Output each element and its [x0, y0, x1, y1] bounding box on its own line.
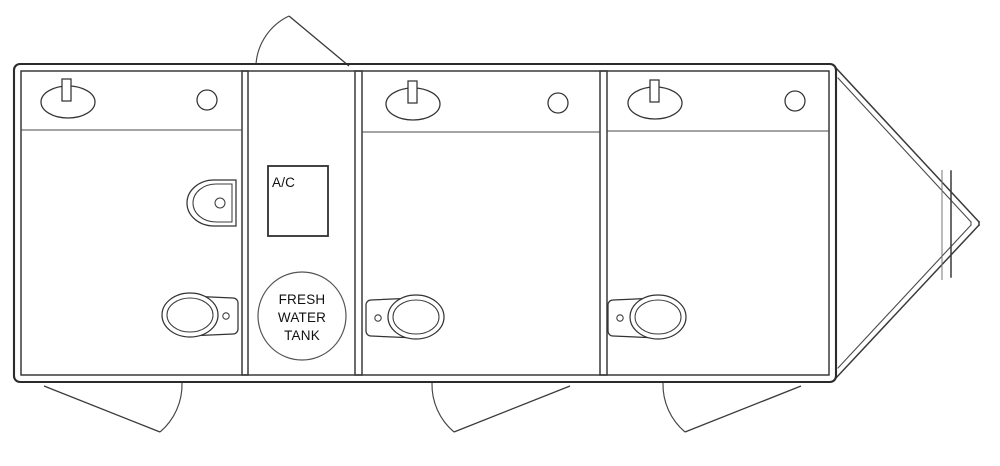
door-group: [43, 15, 802, 433]
a-frame-tongue: [834, 66, 981, 380]
door-right-bottom-arc: [662, 382, 686, 433]
trailer-inner-wall: [20, 70, 830, 376]
floor-drain-3: [784, 90, 806, 112]
partition-room1-chase: [241, 70, 249, 376]
partition-chase-room2: [354, 70, 363, 376]
toilet-3: [607, 294, 687, 340]
trailer-outer-wall: [12, 62, 838, 384]
floor-drain-1: [196, 89, 218, 111]
door-right-bottom-leaf: [684, 385, 802, 433]
tongue-upper-rail-outer: [834, 66, 981, 224]
urinal-1-rim: [192, 183, 233, 223]
toilet-3-flush-button: [616, 314, 624, 322]
door-center-bottom-arc: [431, 382, 455, 433]
mechanical-chase: A/C FRESH WATER TANK: [257, 165, 347, 361]
tongue-lower-rail-outer: [834, 223, 981, 380]
toilet-1-flush-button: [222, 312, 230, 320]
ac-unit-box: [267, 165, 329, 237]
toilet-1-bowl-inner: [166, 297, 214, 333]
faucet-2: [407, 80, 418, 104]
ac-unit-label: A/C: [272, 175, 295, 190]
tongue-lower-rail-inner: [837, 224, 972, 369]
urinal-1-drain: [214, 197, 226, 209]
door-left-bottom[interactable]: [43, 382, 183, 433]
door-chase-top-arc: [255, 15, 290, 65]
door-center-bottom-leaf: [453, 385, 571, 433]
tongue-upper-rail-inner: [837, 77, 972, 223]
interior-partitions: [241, 70, 608, 376]
room-restroom-left: [20, 78, 243, 338]
room-restroom-center: [361, 80, 601, 340]
door-left-bottom-leaf: [43, 385, 161, 433]
fresh-water-tank: [257, 271, 347, 361]
faucet-3: [649, 79, 660, 103]
urinal-1: [186, 179, 237, 227]
partition-room2-room3: [599, 70, 608, 376]
toilet-2-bowl-inner: [392, 299, 440, 335]
toilet-2: [365, 294, 445, 340]
door-chase-top-leaf: [288, 15, 350, 67]
fresh-water-tank-label-line2: WATER: [278, 310, 326, 325]
door-center-bottom[interactable]: [431, 382, 571, 433]
door-right-bottom[interactable]: [662, 382, 802, 433]
toilet-1: [161, 292, 239, 338]
trailer-body-shell: [12, 62, 838, 384]
fresh-water-tank-label-line3: TANK: [284, 328, 320, 343]
room-restroom-right: [606, 79, 830, 340]
floor-drain-2: [547, 92, 569, 114]
toilet-2-flush-button: [374, 314, 382, 322]
toilet-3-bowl-inner: [634, 299, 682, 335]
door-chase-top[interactable]: [255, 15, 350, 67]
faucet-1: [61, 78, 72, 102]
door-left-bottom-arc: [159, 382, 183, 433]
fresh-water-tank-label-line1: FRESH: [279, 292, 326, 307]
